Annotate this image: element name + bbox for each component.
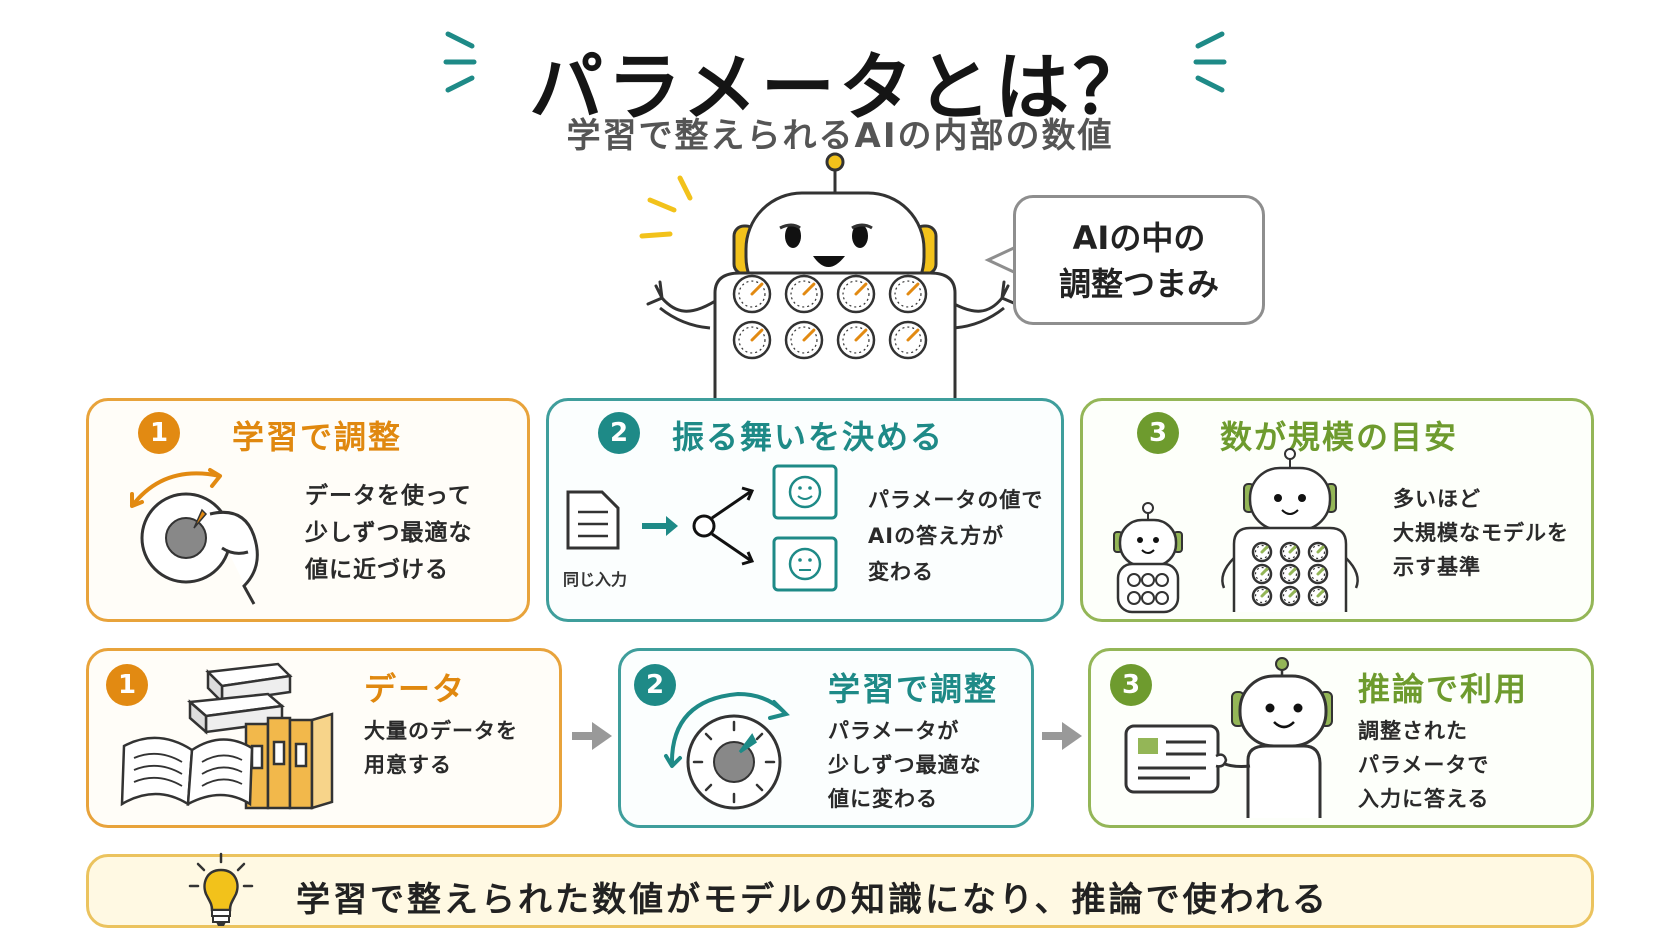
- speech-bubble-text: AIの中の 調整つまみ: [1058, 219, 1219, 303]
- step-learning-adjust: [618, 648, 1034, 828]
- card-3-title: 数が規模の目安: [1220, 418, 1459, 456]
- page-title: パラメータとは？: [529, 45, 1151, 131]
- arrow-right-icon: [1042, 722, 1082, 750]
- summary-text: 学習で整えられた数値がモデルの知識になり、推論で使われる: [296, 880, 1329, 920]
- page-subtitle: 学習で整えられるAIの内部の数値: [566, 116, 1114, 156]
- arrow-right-icon: [572, 722, 612, 750]
- step-2-title: 学習で調整: [828, 670, 999, 708]
- adjust-dial-icon: [664, 691, 790, 810]
- speech-bubble-tail: [984, 245, 1017, 275]
- speech-bubble: [1013, 195, 1265, 325]
- step-1-text: 大量のデータを 用意する: [364, 719, 518, 777]
- summary-bar: [86, 854, 1594, 928]
- step-2-badge: 2: [634, 664, 676, 706]
- step-1-badge: 1: [106, 664, 148, 706]
- small-and-large-robot-icon: [1113, 448, 1359, 614]
- step-3-text: 調整された パラメータで 入力に答える: [1358, 719, 1490, 811]
- card-2-badge: 2: [598, 412, 640, 454]
- card-1-title: 学習で調整: [232, 418, 403, 456]
- card-2-title: 振る舞いを決める: [672, 418, 945, 456]
- step-1-title: データ: [364, 670, 467, 708]
- step-2-text: パラメータが 少しずつ最適な 値に変わる: [828, 719, 982, 811]
- card-3-text: 多いほど 大規模なモデルを 示す基準: [1393, 487, 1569, 579]
- title-sparkle-left-icon: [443, 31, 477, 93]
- title-sparkle-right-icon: [1193, 31, 1227, 93]
- step-3-title: 推論で利用: [1358, 670, 1529, 708]
- card-2-text: パラメータの値で AIの答え方が 変わる: [868, 488, 1044, 584]
- card-1-badge: 1: [138, 412, 180, 454]
- books-and-binders-icon: [120, 662, 334, 810]
- robot-illustration: [639, 152, 1018, 398]
- card-1-text: データを使って 少しずつ最適な 値に近づける: [305, 483, 473, 583]
- behavior-flow-icon: [566, 464, 838, 592]
- same-input-label: 同じ入力: [563, 570, 628, 589]
- card-3-badge: 3: [1137, 412, 1179, 454]
- robot-answer-card-icon: [1124, 657, 1333, 818]
- step-3-badge: 3: [1110, 664, 1152, 706]
- dial-hand-icon: [130, 468, 259, 605]
- robot-dial-grid: [732, 274, 928, 360]
- lightbulb-icon: [188, 852, 254, 926]
